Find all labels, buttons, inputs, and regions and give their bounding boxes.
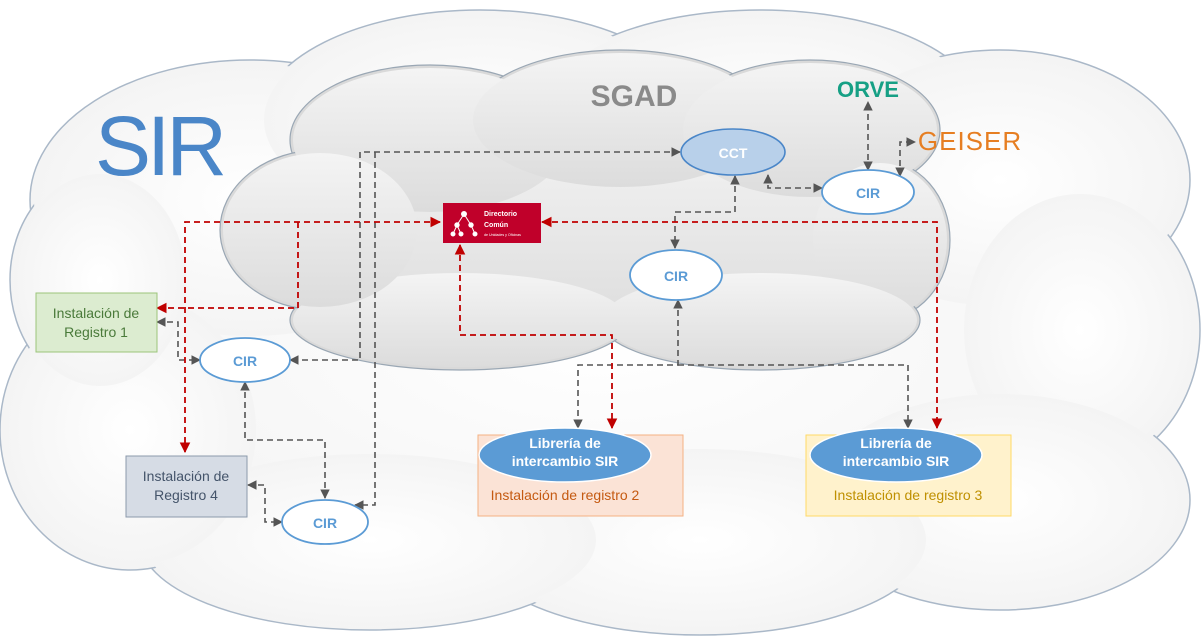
cir-node-bottom: CIR xyxy=(281,499,369,545)
registro-1-line2: Registro 1 xyxy=(64,324,128,340)
cir-node-top: CIR xyxy=(821,169,915,215)
registro-3-lib-line1: Librería de xyxy=(860,435,932,451)
directorio-comun-box: Directorio Común de Unidades y Oficinas xyxy=(443,203,541,243)
geiser-logo: GEISER xyxy=(918,126,1022,156)
cct-node: CCT xyxy=(680,128,786,176)
cir-node-left: CIR xyxy=(199,337,291,383)
registro-1-line1: Instalación de xyxy=(53,305,140,321)
registro-3-caption: Instalación de registro 3 xyxy=(834,487,983,503)
cir-left-label: CIR xyxy=(233,353,257,369)
registro-4-line2: Registro 4 xyxy=(154,487,218,503)
registro-3-box: Librería de intercambio SIR Instalación … xyxy=(805,427,1012,517)
registro-2-lib-line1: Librería de xyxy=(529,435,601,451)
registro-2-lib-line2: intercambio SIR xyxy=(512,453,619,469)
directorio-line3: de Unidades y Oficinas xyxy=(484,233,521,237)
registro-4-box: Instalación de Registro 4 xyxy=(125,455,248,518)
cir-node-mid: CIR xyxy=(629,249,723,301)
red-connections xyxy=(155,216,943,454)
cir-mid-label: CIR xyxy=(664,268,688,284)
directorio-line1: Directorio xyxy=(484,211,517,218)
directorio-tree-icon xyxy=(450,211,478,237)
sgad-title: SGAD xyxy=(591,80,678,113)
orve-logo: ORVE xyxy=(837,77,899,102)
registro-4-line1: Instalación de xyxy=(143,468,230,484)
registro-2-caption: Instalación de registro 2 xyxy=(491,487,640,503)
cct-label: CCT xyxy=(719,145,748,161)
cir-top-label: CIR xyxy=(856,185,880,201)
registro-3-lib-line2: intercambio SIR xyxy=(843,453,950,469)
sir-logo: SIR xyxy=(95,99,227,193)
registro-2-box: Librería de intercambio SIR Instalación … xyxy=(477,427,684,517)
directorio-line2: Común xyxy=(484,222,508,229)
registro-1-box: Instalación de Registro 1 xyxy=(35,292,158,353)
sir-logo-text: SIR xyxy=(95,99,223,193)
cir-bottom-label: CIR xyxy=(313,515,337,531)
